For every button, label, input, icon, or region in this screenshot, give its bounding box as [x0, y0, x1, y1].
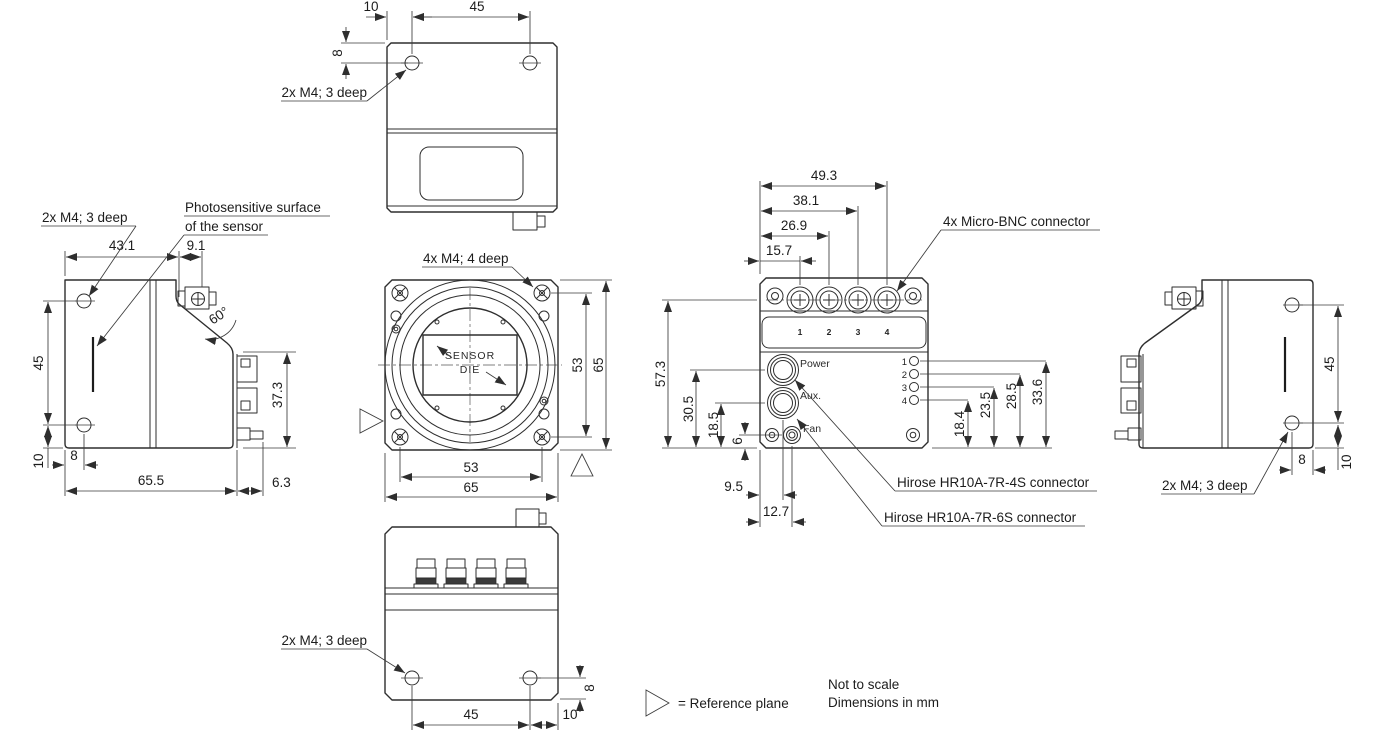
aux-connector: [767, 387, 799, 419]
dim-57-3: 57.3: [653, 361, 668, 387]
dim-38-1: 38.1: [793, 193, 819, 208]
reference-plane-triangle-bottom: [570, 453, 594, 477]
bnc-label: 4x Micro-BNC connector: [943, 214, 1091, 229]
hirose-6s-label: Hirose HR10A-7R-6S connector: [884, 510, 1077, 525]
fan-label: Fan: [803, 423, 821, 435]
lens-mount-side: [177, 286, 217, 310]
thread-label: 2x M4; 3 deep: [281, 633, 367, 648]
dim-9-1: 9.1: [187, 238, 206, 253]
units-note: Dimensions in mm: [828, 695, 939, 710]
dim-18-4: 18.4: [952, 410, 967, 437]
dim-53-v: 53: [570, 357, 585, 372]
dim-45: 45: [31, 355, 46, 370]
lens-mount-ring-inner: [399, 294, 541, 436]
dim-10: 10: [363, 0, 378, 14]
dim-33-6: 33.6: [1030, 379, 1045, 405]
sensor-label-1: SENSOR: [445, 350, 495, 362]
power-label: Power: [800, 358, 830, 370]
lens-mount-side: [1164, 286, 1204, 310]
sensor-die-outline: [422, 334, 518, 396]
top-view: 10 45 8 2x M4; 3 deep: [281, 0, 558, 231]
bnc-connectors-profile: [413, 558, 529, 589]
bottom-view: 2x M4; 3 deep 45 10 8: [281, 508, 597, 730]
reference-plane-symbol: [645, 689, 670, 717]
sensor-label-2: DIE: [460, 364, 481, 376]
front-view: SENSOR DIE 4x M4; 4 deep 53 65 53 65: [359, 251, 612, 502]
micro-bnc-connectors: [786, 286, 901, 314]
thread-label: 2x M4; 3 deep: [281, 85, 367, 100]
port-number-1: 1: [798, 327, 803, 337]
dim-60deg: 60°: [206, 304, 231, 328]
top-connector: [512, 211, 546, 231]
rear-view: 1 2 3 4 Power Aux. Fan 1 2 3 4: [653, 168, 1100, 527]
dim-6: 6: [730, 437, 745, 445]
dim-37-3: 37.3: [270, 382, 285, 408]
lens-mount-ring-outer: [384, 279, 556, 451]
reference-plane-triangle-left: [359, 408, 384, 434]
thread-label: 4x M4; 4 deep: [423, 251, 509, 266]
dim-65-v: 65: [591, 357, 606, 372]
dim-65-5: 65.5: [138, 473, 164, 488]
photosensitive-label-2: of the sensor: [185, 219, 264, 234]
dim-45: 45: [463, 707, 478, 722]
dim-65-h: 65: [463, 480, 478, 495]
led-label-1: 1: [902, 357, 907, 368]
port-number-3: 3: [856, 327, 861, 337]
dim-30-5: 30.5: [681, 396, 696, 422]
dim-9-5: 9.5: [724, 479, 743, 494]
corner-screws: [391, 284, 551, 446]
bottom-connector: [515, 508, 547, 528]
lens-opening: [412, 307, 528, 423]
dim-18-5: 18.5: [706, 412, 721, 438]
dim-12-7: 12.7: [763, 504, 789, 519]
dim-8: 8: [582, 684, 597, 692]
lens-mount-ring: [391, 286, 549, 444]
dim-8: 8: [1298, 452, 1306, 467]
right-side-view: 45 10 8 2x M4; 3 deep: [1114, 279, 1354, 495]
power-connector: [767, 354, 799, 386]
side-connectors: [236, 355, 264, 441]
dim-43-1: 43.1: [109, 238, 135, 253]
dim-49-3: 49.3: [811, 168, 837, 183]
dim-45: 45: [469, 0, 484, 14]
dim-8: 8: [330, 49, 345, 57]
photosensitive-label-1: Photosensitive surface: [185, 200, 321, 215]
dim-10: 10: [31, 453, 46, 468]
dim-10: 10: [562, 707, 577, 722]
side-connectors: [1114, 355, 1142, 441]
dim-45: 45: [1322, 356, 1337, 371]
reference-plane-legend: = Reference plane: [678, 696, 789, 711]
led-label-4: 4: [902, 396, 907, 407]
top-recess-panel: [419, 146, 524, 201]
dim-23-5: 23.5: [978, 392, 993, 418]
aux-label: Aux.: [800, 390, 821, 402]
thread-label: 2x M4; 3 deep: [42, 210, 128, 225]
fan-connector: [783, 426, 801, 444]
dim-26-9: 26.9: [781, 218, 807, 233]
not-to-scale-note: Not to scale: [828, 677, 899, 692]
led-label-2: 2: [902, 370, 907, 381]
hirose-4s-label: Hirose HR10A-7R-4S connector: [897, 475, 1090, 490]
dim-15-7: 15.7: [766, 243, 792, 258]
led-label-3: 3: [902, 383, 907, 394]
dim-53-h: 53: [463, 460, 478, 475]
port-number-4: 4: [885, 327, 890, 337]
dim-28-5: 28.5: [1004, 383, 1019, 409]
dim-8: 8: [70, 448, 78, 463]
status-leds: [909, 356, 919, 405]
left-side-view: 43.1 9.1 60° 45 10 37.3 8 65.5 6.: [31, 200, 330, 496]
legend: = Reference plane Not to scale Dimension…: [645, 677, 939, 717]
thread-label: 2x M4; 3 deep: [1162, 478, 1248, 493]
dim-10: 10: [1339, 454, 1354, 469]
dim-6-3: 6.3: [272, 475, 291, 490]
port-number-2: 2: [827, 327, 832, 337]
